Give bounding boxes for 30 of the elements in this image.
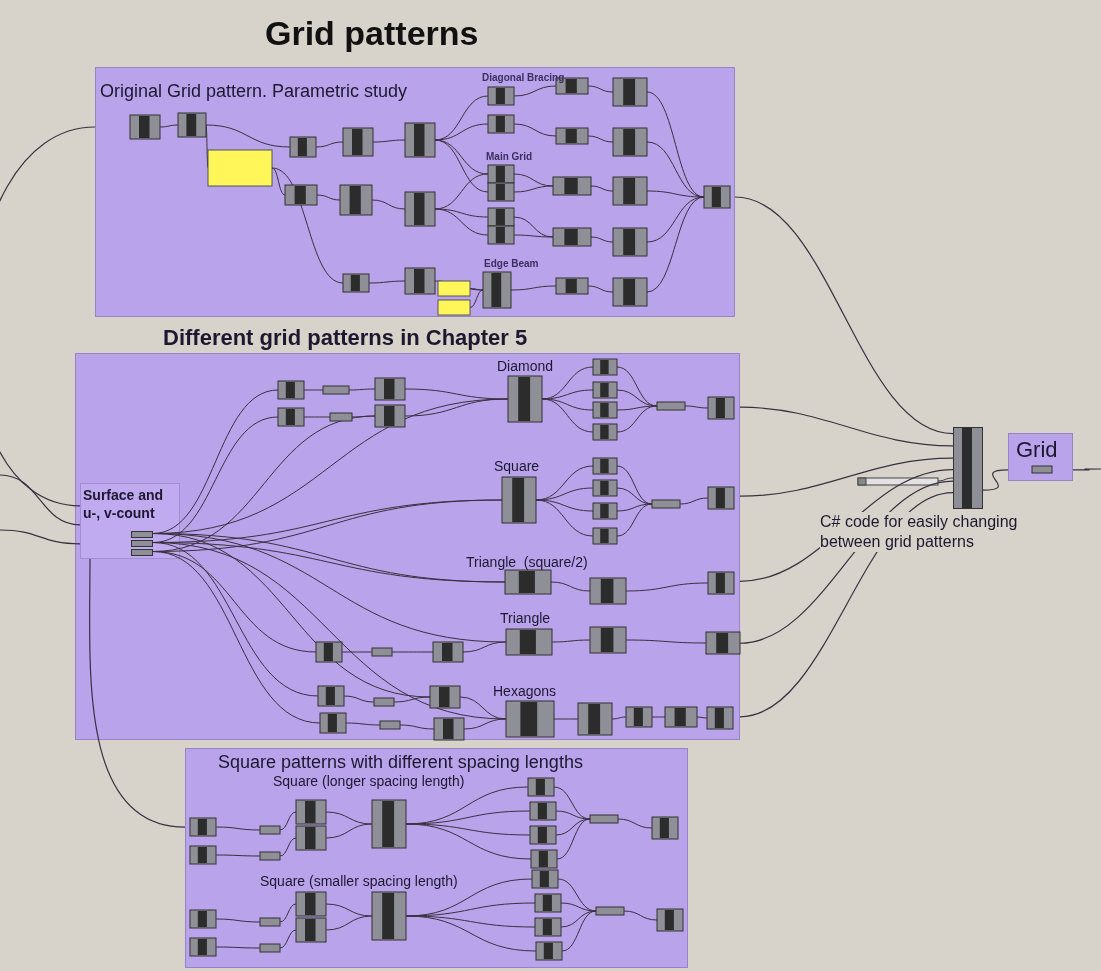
- group-title: Grid: [1016, 437, 1058, 463]
- wire: [739, 457, 954, 497]
- group-title: Surface and u-, v-count: [83, 486, 165, 522]
- diagram-title: Grid patterns: [265, 14, 479, 53]
- component-label: Diagonal Bracing: [482, 72, 565, 83]
- component-label: Triangle: [500, 610, 551, 626]
- wire: [0, 126, 96, 507]
- wire: [0, 529, 81, 545]
- wire: [1072, 468, 1101, 471]
- component-label: Square (smaller spacing length): [260, 873, 458, 889]
- group-title: Square patterns with different spacing lengths: [218, 752, 583, 773]
- component-label: Triangle (square/2): [466, 554, 588, 570]
- merge-component: [953, 427, 983, 509]
- wire: [739, 480, 954, 644]
- group-title: Original Grid pattern. Parametric study: [100, 81, 408, 102]
- component-label: Edge Beam: [484, 258, 539, 269]
- component-label: Square: [494, 458, 540, 474]
- wire: [982, 469, 1009, 491]
- component-label: Square (longer spacing length): [273, 773, 465, 789]
- wire: [0, 474, 81, 526]
- component-label: Hexagons: [493, 683, 557, 699]
- wire: [739, 406, 954, 447]
- input-group: [80, 483, 180, 559]
- wire: [739, 492, 954, 718]
- component-label: Main Grid: [486, 151, 533, 162]
- component-label: Diamond: [497, 358, 554, 374]
- wire: [89, 558, 186, 828]
- group-title: Different grid patterns in Chapter 5: [163, 325, 528, 351]
- wire: [734, 196, 954, 435]
- wire: [739, 469, 954, 582]
